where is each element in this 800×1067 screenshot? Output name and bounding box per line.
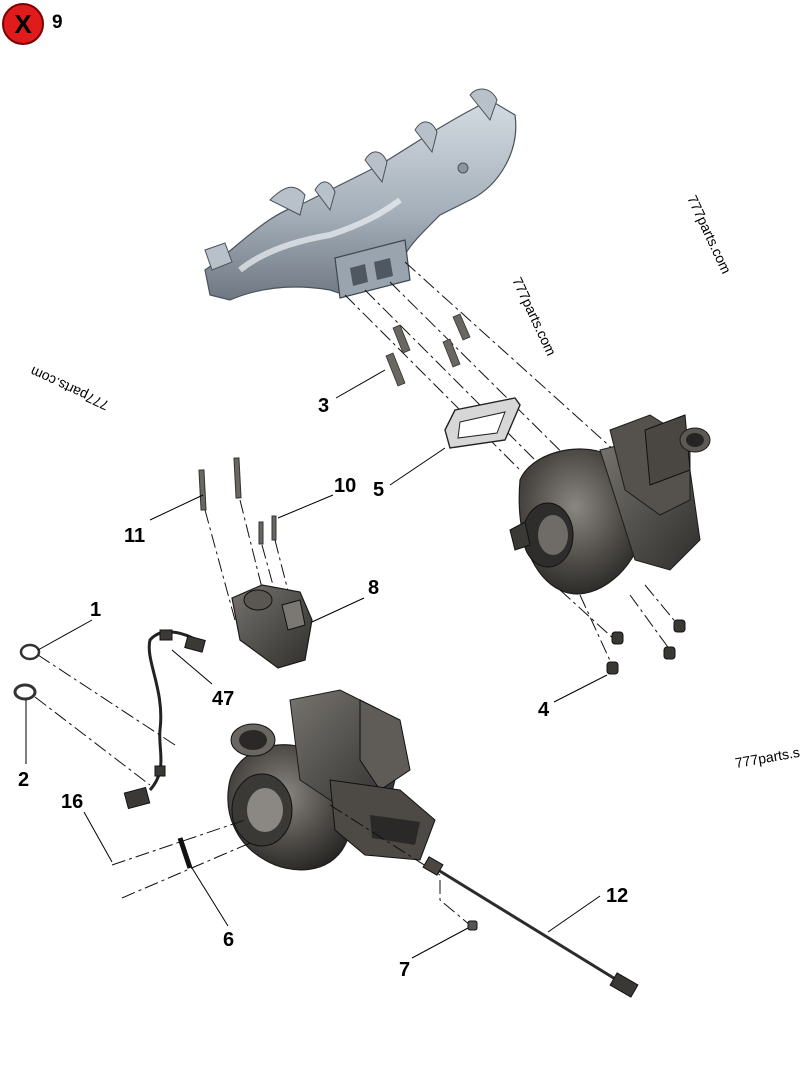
callout-10: 10 bbox=[334, 475, 356, 497]
callout-6: 6 bbox=[223, 929, 234, 951]
close-icon: X bbox=[14, 9, 32, 39]
temperature-sensor bbox=[329, 804, 639, 998]
callout-8: 8 bbox=[368, 577, 379, 599]
manifold-studs bbox=[385, 313, 471, 387]
page-number: 9 bbox=[52, 12, 63, 33]
flange-nuts bbox=[559, 584, 686, 675]
close-button[interactable]: X bbox=[2, 3, 44, 45]
wiring-harness bbox=[123, 629, 206, 810]
exhaust-manifold bbox=[204, 88, 517, 301]
callout-47: 47 bbox=[212, 688, 234, 710]
callout-labels: 1 2 3 4 5 6 7 8 10 11 12 16 47 bbox=[18, 395, 628, 981]
callout-2: 2 bbox=[18, 769, 29, 791]
callout-4: 4 bbox=[538, 699, 550, 721]
watermark-left: 777parts.com bbox=[28, 363, 112, 413]
o-ring bbox=[111, 819, 251, 899]
hose-clamps bbox=[13, 643, 176, 786]
exhaust-gasket bbox=[444, 397, 521, 449]
turbo-actuator bbox=[231, 584, 313, 669]
upper-turbocharger bbox=[509, 414, 711, 595]
watermark-right-edge: 777parts.s bbox=[734, 744, 800, 771]
callout-7: 7 bbox=[399, 959, 410, 981]
callout-3: 3 bbox=[318, 395, 329, 417]
watermark-top-right: 777parts.com bbox=[684, 193, 734, 277]
callout-11: 11 bbox=[124, 525, 145, 547]
callout-16: 16 bbox=[61, 791, 83, 813]
watermark-center: 777parts.com bbox=[509, 275, 559, 359]
callout-1: 1 bbox=[90, 599, 101, 621]
callout-5: 5 bbox=[373, 479, 384, 501]
lower-turbocharger bbox=[227, 689, 436, 871]
callout-12: 12 bbox=[606, 885, 628, 907]
leader-lines bbox=[25, 369, 608, 959]
